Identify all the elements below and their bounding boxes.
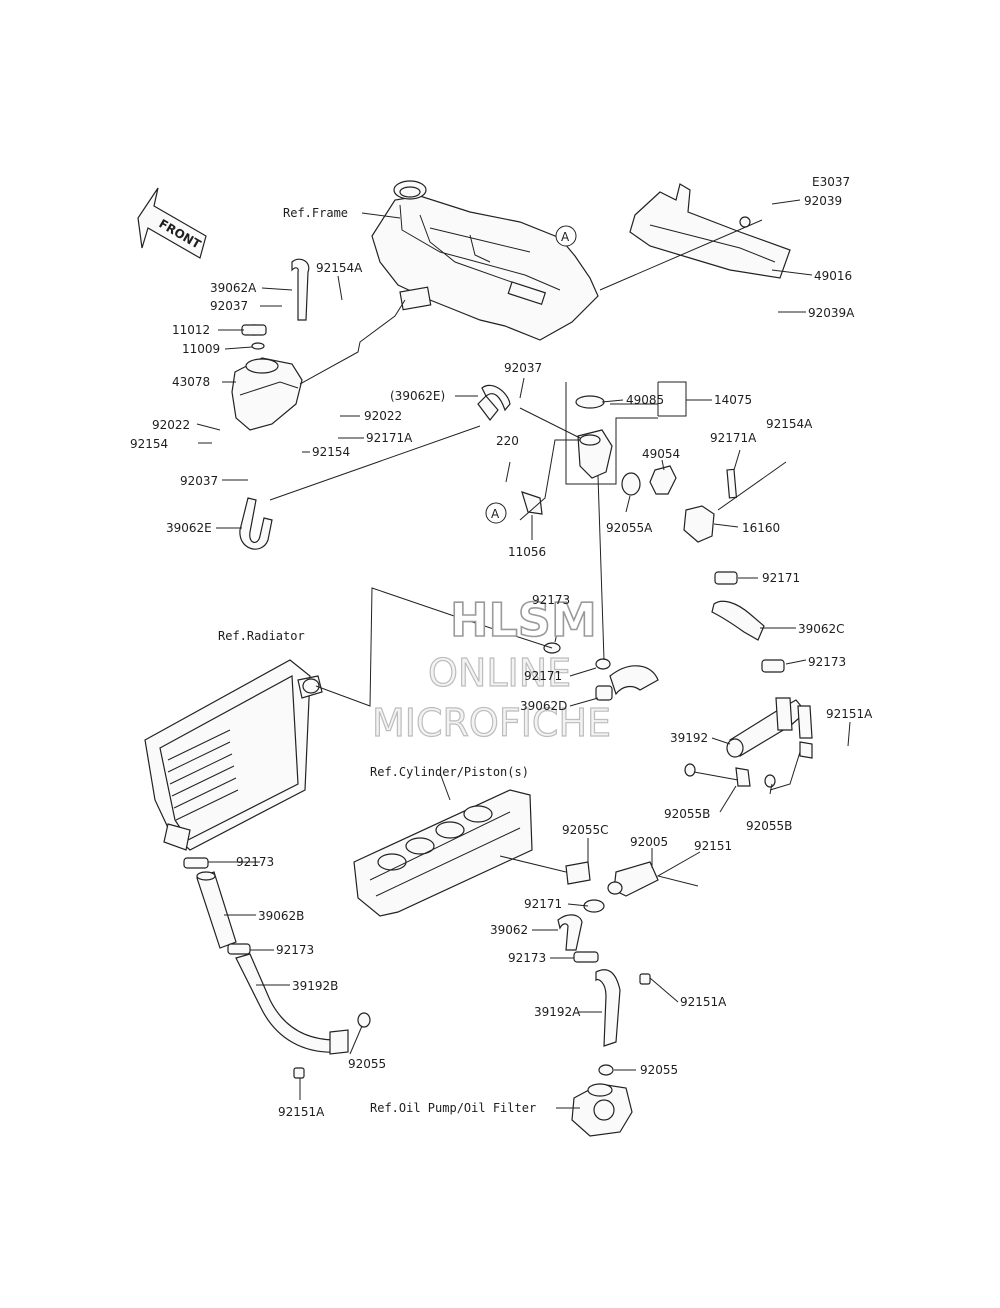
part-label: 92151A	[826, 707, 873, 721]
part-label: (39062E)	[390, 389, 445, 403]
part-label: 92055A	[606, 521, 653, 535]
part-label: 92171A	[710, 431, 757, 445]
part-label: 49016	[814, 269, 852, 283]
part-label: 14075	[714, 393, 752, 407]
ref-oilpump-label: Ref.Oil Pump/Oil Filter	[370, 1101, 536, 1115]
part-label: 39062C	[798, 622, 845, 636]
part-label: 43078	[172, 375, 210, 389]
svg-text:HLSM: HLSM	[450, 593, 597, 647]
thermostat-housing	[521, 395, 765, 641]
part-label: 92055	[640, 1063, 678, 1077]
hose-39062a	[291, 258, 310, 321]
svg-text:A: A	[561, 230, 570, 244]
part-label: 92151	[694, 839, 732, 853]
front-arrow-icon: FRONT	[137, 187, 207, 259]
svg-text:MICROFICHE: MICROFICHE	[372, 701, 611, 745]
part-label: 39062E	[166, 521, 212, 535]
part-label: 92171	[524, 897, 562, 911]
part-label: 39062	[490, 923, 528, 937]
part-label: 92022	[152, 418, 190, 432]
part-label: 220	[496, 434, 519, 448]
oil-pump	[571, 1083, 633, 1137]
hose-39062d	[543, 642, 659, 701]
part-label: 92171A	[366, 431, 413, 445]
part-label: 92055B	[746, 819, 792, 833]
ref-cylinder-label: Ref.Cylinder/Piston(s)	[370, 765, 529, 779]
part-label: 92037	[504, 361, 542, 375]
leader-lines	[196, 199, 851, 1109]
part-label: 92154A	[766, 417, 813, 431]
watermark: HLSM ONLINE MICROFICHE	[371, 592, 611, 745]
part-label: 92039	[804, 194, 842, 208]
part-label: 49085	[626, 393, 664, 407]
part-label: 92173	[236, 855, 274, 869]
part-label: 39192B	[292, 979, 338, 993]
part-labels: 92039 49016 92039A 92154A 39062A 92037 1…	[130, 194, 873, 1119]
part-label: 39062A	[210, 281, 257, 295]
part-label: 92173	[276, 943, 314, 957]
part-label: 92022	[364, 409, 402, 423]
reservoir-tank	[231, 324, 303, 431]
diagram-code: E3037	[812, 175, 850, 189]
part-label: 11009	[182, 342, 220, 356]
part-label: 16160	[742, 521, 780, 535]
part-label: 39192	[670, 731, 708, 745]
callout-a-top: A	[555, 225, 577, 247]
part-label: 92005	[630, 835, 668, 849]
part-label: 92154	[312, 445, 350, 459]
frame-drawing	[371, 180, 599, 341]
hose-39062e	[239, 384, 511, 550]
ref-frame-label: Ref.Frame	[283, 206, 348, 220]
lower-hoses-left	[183, 857, 371, 1079]
part-label: 92151A	[680, 995, 727, 1009]
part-label: 92154	[130, 437, 168, 451]
part-label: 39192A	[534, 1005, 581, 1019]
radiator-drawing	[144, 659, 323, 851]
part-label: 92055B	[664, 807, 710, 821]
bracket-49016	[629, 183, 791, 279]
part-label: 92039A	[808, 306, 855, 320]
part-label: 92055C	[562, 823, 609, 837]
part-label: 11012	[172, 323, 210, 337]
part-label: 92037	[210, 299, 248, 313]
part-label: 92171	[762, 571, 800, 585]
cylinder-block	[353, 789, 533, 917]
part-label: 39062B	[258, 909, 304, 923]
part-label: 92173	[508, 951, 546, 965]
part-label: 92154A	[316, 261, 363, 275]
part-label: 92171	[524, 669, 562, 683]
ref-radiator-label: Ref.Radiator	[218, 629, 305, 643]
lower-pipes-center	[557, 861, 659, 1076]
part-label: 92037	[180, 474, 218, 488]
part-label: 11056	[508, 545, 546, 559]
water-pipe-39192	[684, 659, 813, 788]
callout-a-bottom: A	[485, 502, 507, 524]
svg-text:ONLINE: ONLINE	[428, 651, 571, 695]
part-label: 92173	[808, 655, 846, 669]
part-label: 39062D	[520, 699, 567, 713]
part-label: 92151A	[278, 1105, 325, 1119]
svg-text:A: A	[491, 507, 500, 521]
part-label: 92173	[532, 593, 570, 607]
part-label: 49054	[642, 447, 680, 461]
part-label: 92055	[348, 1057, 386, 1071]
